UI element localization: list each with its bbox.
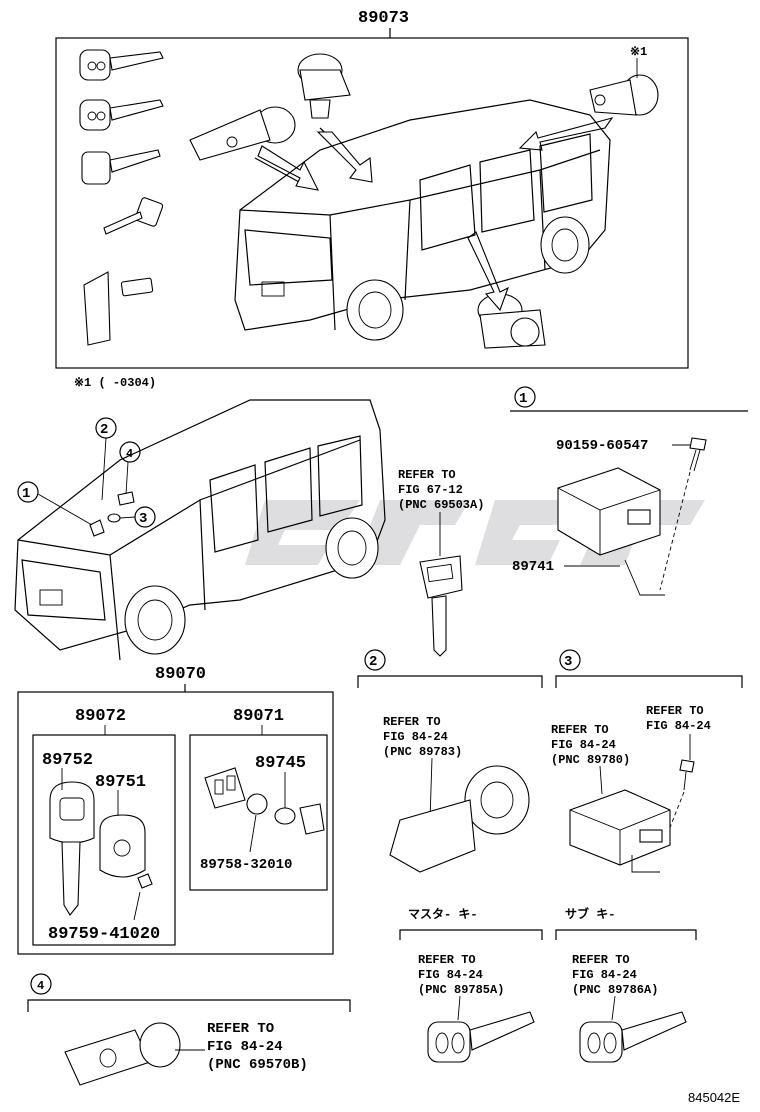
- pointer-arrow: [316, 131, 373, 183]
- section-3-marker: 3: [559, 649, 581, 671]
- section-4-marker: 4: [30, 973, 52, 995]
- item-89758: 89758-32010: [200, 857, 292, 873]
- pointer-arrow: [257, 145, 319, 191]
- sub-ref-line1: REFER TO: [572, 953, 630, 967]
- note-mark: ※1: [630, 45, 647, 59]
- sec3-ref-a-line1: REFER TO: [551, 723, 609, 737]
- sub-key-icon: [579, 1011, 687, 1063]
- right-box: [189, 734, 328, 891]
- dashed-guide: [659, 471, 691, 591]
- section-1-marker: 1: [514, 386, 536, 408]
- ecu-part-no: 89741: [512, 559, 554, 575]
- sub-key-title: サブ キ-: [565, 906, 615, 922]
- sub-key-bracket: [555, 929, 697, 940]
- right-box-title: 89071: [233, 707, 284, 726]
- sec2-ref-line3: (PNC 89783): [383, 745, 462, 759]
- master-ref-line1: REFER TO: [418, 953, 476, 967]
- view-marker-3: 3: [119, 506, 156, 528]
- left-box-title: 89072: [75, 707, 126, 726]
- ecu-module: [557, 467, 665, 596]
- sec2-ref-line1: REFER TO: [383, 715, 441, 729]
- rear-lock-cylinder: [589, 74, 659, 116]
- leader-line: [249, 814, 257, 853]
- leader-line: [133, 891, 141, 921]
- transmitter-key: [49, 781, 95, 916]
- ignition-switch-coil: [389, 765, 530, 873]
- screw-icon: [679, 759, 695, 791]
- item-89745: 89745: [255, 754, 306, 773]
- view-marker-1: 1: [17, 481, 93, 526]
- sec3-ref-a-line3: (PNC 89780): [551, 753, 630, 767]
- view-marker-2: 2: [95, 417, 117, 501]
- lock-cylinder-left: [189, 106, 296, 161]
- section-2-marker: 2: [364, 649, 386, 671]
- svg-text:1: 1: [22, 486, 30, 502]
- svg-text:3: 3: [564, 654, 572, 670]
- note-text: ※1 ( -0304): [74, 376, 156, 390]
- svg-text:2: 2: [369, 654, 377, 670]
- key-icon: [103, 197, 164, 235]
- item-89752: 89752: [42, 751, 93, 770]
- sub-ref-line3: (PNC 89786A): [572, 983, 658, 997]
- vehicle-main-outline: [14, 399, 386, 661]
- sec2-ref-line2: FIG 84-24: [383, 730, 448, 744]
- section-2-bracket: [357, 675, 543, 688]
- master-ref-line2: FIG 84-24: [418, 968, 483, 982]
- svg-text:4: 4: [126, 447, 133, 461]
- leader-line: [429, 757, 433, 821]
- sec4-ref-line1: REFER TO: [207, 1021, 274, 1037]
- master-key-title: マスタ- キ-: [408, 907, 478, 922]
- pointer-arrow: [467, 231, 509, 312]
- sec3-ref-b-line1: REFER TO: [646, 704, 704, 718]
- sub-ref-line2: FIG 84-24: [572, 968, 637, 982]
- sec4-ref-line3: (PNC 69570B): [207, 1057, 308, 1073]
- svg-text:2: 2: [100, 422, 108, 438]
- set-part-no: 89070: [155, 665, 206, 684]
- bolt-icon: [689, 437, 707, 472]
- leader-line: [457, 995, 461, 1021]
- section-4-bracket: [27, 999, 351, 1012]
- key-ref-line1: REFER TO: [398, 468, 456, 482]
- sec3-ref-a-line2: FIG 84-24: [551, 738, 616, 752]
- vehicle-outline: [234, 99, 611, 341]
- battery-parts: [204, 767, 325, 835]
- sec3-ref-b-line2: FIG 84-24: [646, 719, 711, 733]
- figure-id: 845042E: [688, 1090, 740, 1105]
- master-ref-line3: (PNC 89785A): [418, 983, 504, 997]
- card-icon: [83, 271, 154, 346]
- master-key-icon: [427, 1011, 535, 1063]
- transmitter-case: [99, 814, 153, 889]
- bolt-part-no: 90159-60547: [556, 438, 648, 454]
- key-icon: [81, 149, 161, 185]
- view-marker-4: 4: [119, 441, 141, 495]
- door-lock-cylinder: [477, 293, 546, 349]
- key-icon: [79, 49, 164, 81]
- key-icon: [79, 99, 164, 131]
- top-assembly-box: [55, 37, 689, 369]
- key-ref-line3: (PNC 69503A): [398, 498, 484, 512]
- key-with-remote: [419, 555, 463, 657]
- receiver-module: [569, 789, 671, 873]
- leader-line: [611, 995, 616, 1021]
- left-box: [32, 734, 176, 946]
- key-ref-line2: FIG 67-12: [398, 483, 463, 497]
- pointer-arrow: [518, 117, 614, 151]
- door-lock-assembly: [64, 1022, 181, 1086]
- top-assembly-part-no: 89073: [358, 9, 409, 28]
- leader-line: [599, 765, 603, 795]
- master-key-bracket: [399, 929, 543, 940]
- section-3-bracket: [555, 675, 743, 688]
- svg-text:3: 3: [139, 511, 147, 527]
- item-89759: 89759-41020: [48, 925, 160, 944]
- item-89751: 89751: [95, 773, 146, 792]
- svg-text:1: 1: [519, 391, 527, 407]
- svg-text:4: 4: [37, 979, 44, 993]
- set-box: [17, 691, 334, 955]
- sec4-ref-line2: FIG 84-24: [207, 1039, 283, 1055]
- ignition-cylinder: [297, 53, 351, 119]
